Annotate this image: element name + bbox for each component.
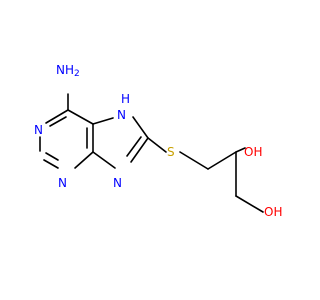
atom-n3: N [58, 176, 67, 190]
bond-c6-n1 [45, 109, 69, 124]
atom-oh-1: OH [244, 145, 262, 159]
bond-n7-c8 [132, 116, 149, 139]
atom-n7-h: H [121, 92, 130, 106]
atom-s: S [167, 145, 175, 159]
bond-c8-n9 [130, 137, 149, 163]
atom-oh-2: OH [264, 205, 282, 219]
bond-c2-n3 [43, 159, 59, 169]
atom-n1: N [34, 123, 43, 137]
bond-c8-n9-double [126, 136, 142, 157]
atom-n9: N [113, 176, 122, 190]
molecule-canvas: NH2 N N H N N S OH OH [34, 63, 283, 219]
bond-c5-n7 [92, 117, 114, 125]
bond-s-ch2 [179, 151, 209, 170]
bond-c6-c5 [67, 109, 94, 125]
bond-c8-s [147, 137, 167, 153]
bond-ch-oh [235, 147, 246, 153]
structure-diagram: NH2 N N H N N S OH OH [34, 63, 282, 219]
bond-ch2-ch [207, 151, 237, 170]
atom-labels: NH2 N N H N N S OH OH [34, 63, 282, 219]
bonds [39, 93, 264, 213]
bond-n9-c4 [92, 151, 116, 169]
bond-n3-c4 [74, 151, 94, 169]
bond-c6-n1-double [49, 116, 67, 127]
bond-ch2b-oh [235, 195, 264, 213]
bond-c2-n3-double [45, 152, 59, 161]
atom-n7: N [117, 108, 126, 122]
atom-nh2: NH2 [56, 63, 80, 79]
